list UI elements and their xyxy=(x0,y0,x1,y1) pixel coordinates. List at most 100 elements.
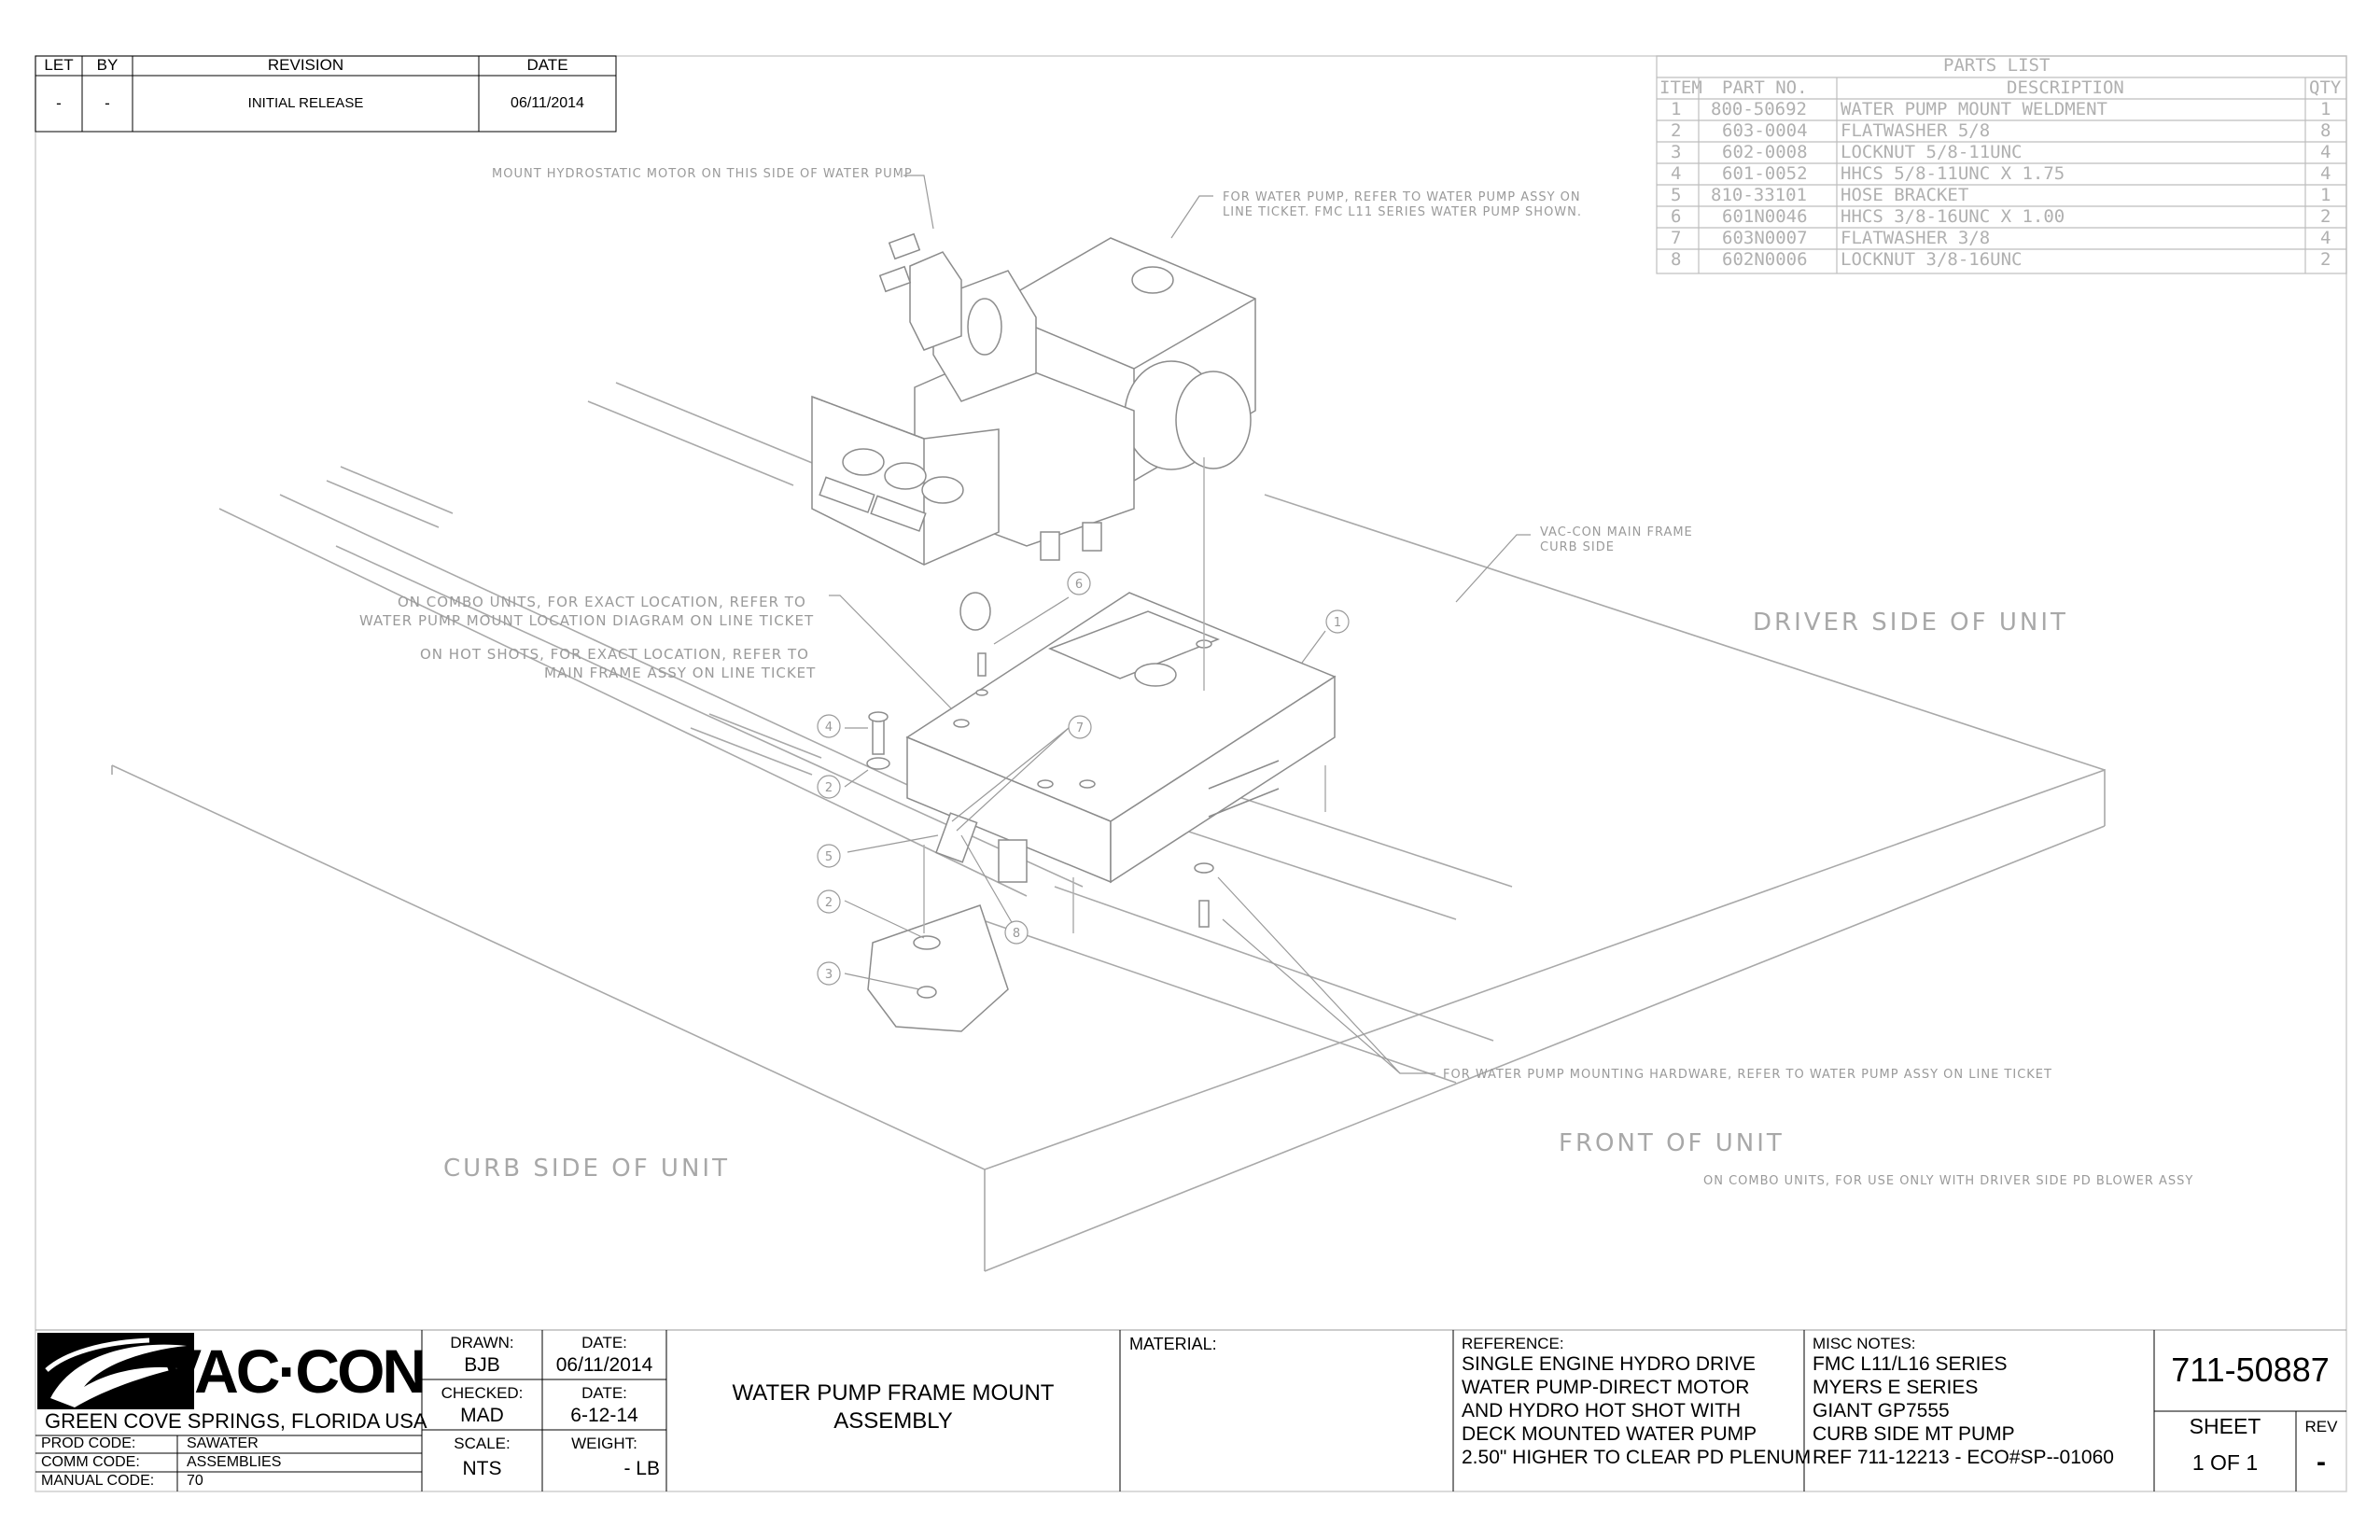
misc-line-1: FMC L11/L16 SERIES xyxy=(1813,1353,2008,1375)
rev-description: INITIAL RELEASE xyxy=(247,94,364,111)
title-block-grid xyxy=(35,1329,2346,1491)
parts-row-4-item: 4 xyxy=(1671,163,1682,184)
item-balloons xyxy=(817,571,1350,986)
parts-row-8-qty: 2 xyxy=(2320,249,2331,270)
comm-code-value: ASSEMBLIES xyxy=(187,1454,282,1470)
note-main-frame-2: CURB SIDE xyxy=(1540,540,1615,554)
manual-code-label: MANUAL CODE: xyxy=(41,1473,155,1489)
misc-line-4: CURB SIDE MT PUMP xyxy=(1813,1423,2015,1445)
parts-row-5-qty: 1 xyxy=(2320,185,2331,205)
parts-header-description: DESCRIPTION xyxy=(2007,77,2124,98)
main-frame-deck xyxy=(111,382,2106,1272)
parts-row-4-partno: 601-0052 xyxy=(1722,163,1808,184)
parts-list-grid xyxy=(1656,55,2347,274)
leader-lines xyxy=(829,175,1531,1074)
balloon-6: 6 xyxy=(1075,578,1083,592)
parts-row-1-item: 1 xyxy=(1671,99,1682,119)
drawn-label: DRAWN: xyxy=(450,1333,514,1351)
date-value-2: 6-12-14 xyxy=(570,1405,638,1427)
balloon-4: 4 xyxy=(825,721,833,735)
parts-row-1-partno: 800-50692 xyxy=(1711,99,1807,119)
location: GREEN COVE SPRINGS, FLORIDA USA xyxy=(45,1409,427,1433)
balloon-2: 2 xyxy=(825,781,833,795)
note-hardware: FOR WATER PUMP MOUNTING HARDWARE, REFER … xyxy=(1443,1068,2052,1082)
note-hot-shot-1: ON HOT SHOTS, FOR EXACT LOCATION, REFER … xyxy=(420,646,809,663)
balloon-8: 8 xyxy=(1013,927,1020,941)
water-pump-assembly xyxy=(811,232,1256,631)
date-label-1: DATE: xyxy=(581,1333,627,1351)
parts-header-partno: PART NO. xyxy=(1722,77,1808,98)
note-water-pump-2: LINE TICKET. FMC L11 SERIES WATER PUMP S… xyxy=(1223,205,1583,219)
balloon-3: 3 xyxy=(825,968,833,982)
rev-header-let: LET xyxy=(44,56,74,75)
drawn-value: BJB xyxy=(464,1354,500,1377)
parts-row-2-description: FLATWASHER 5/8 xyxy=(1841,120,1991,141)
manual-code-value: 70 xyxy=(187,1473,203,1489)
parts-row-1-description: WATER PUMP MOUNT WELDMENT xyxy=(1841,99,2107,119)
balloon-7: 7 xyxy=(1076,721,1084,735)
reference-label: REFERENCE: xyxy=(1462,1335,1564,1352)
checked-value: MAD xyxy=(460,1405,504,1427)
parts-row-7-item: 7 xyxy=(1671,228,1682,248)
balloon-1: 1 xyxy=(1334,616,1341,630)
scale-value: NTS xyxy=(462,1458,502,1480)
note-main-frame-1: VAC-CON MAIN FRAME xyxy=(1540,525,1693,539)
parts-header-item: ITEM xyxy=(1659,77,1702,98)
reference-line-1: SINGLE ENGINE HYDRO DRIVE xyxy=(1462,1353,1757,1375)
note-combo-2: WATER PUMP MOUNT LOCATION DIAGRAM ON LIN… xyxy=(359,612,815,629)
parts-row-3-partno: 602-0008 xyxy=(1722,142,1808,162)
parts-row-6-qty: 2 xyxy=(2320,206,2331,227)
parts-row-3-item: 3 xyxy=(1671,142,1682,162)
reference-line-2: WATER PUMP-DIRECT MOTOR xyxy=(1462,1377,1750,1398)
parts-row-7-partno: 603N0007 xyxy=(1722,228,1808,248)
sheet-label: SHEET xyxy=(2189,1414,2261,1439)
logo-text: VAC·CON xyxy=(161,1337,427,1406)
rev-value: - xyxy=(2317,1446,2326,1477)
comm-code-label: COMM CODE: xyxy=(41,1454,140,1470)
parts-row-5-partno: 810-33101 xyxy=(1711,185,1807,205)
note-combo-1: ON COMBO UNITS, FOR EXACT LOCATION, REFE… xyxy=(398,594,806,610)
prod-code-value: SAWATER xyxy=(187,1435,259,1451)
rev-label: REV xyxy=(2304,1417,2338,1435)
misc-line-5: REF 711-12213 - ECO#SP--01060 xyxy=(1813,1447,2114,1468)
parts-row-3-description: LOCKNUT 5/8-11UNC xyxy=(1841,142,2023,162)
parts-header-qty: QTY xyxy=(2309,77,2342,98)
vac-con-logo xyxy=(37,1333,194,1409)
weight-value: - LB xyxy=(623,1458,660,1479)
sheet-value: 1 OF 1 xyxy=(2191,1450,2259,1476)
rev-header-revision: REVISION xyxy=(267,56,344,75)
label-front: FRONT OF UNIT xyxy=(1559,1129,1785,1157)
date-label-2: DATE: xyxy=(581,1383,627,1402)
rev-header-date: DATE xyxy=(526,56,568,75)
misc-notes-label: MISC NOTES: xyxy=(1813,1335,1916,1352)
note-hydrostatic: MOUNT HYDROSTATIC MOTOR ON THIS SIDE OF … xyxy=(492,167,913,181)
reference-line-5: 2.50" HIGHER TO CLEAR PD PLENUM xyxy=(1462,1447,1812,1468)
label-curb-side: CURB SIDE OF UNIT xyxy=(443,1155,730,1183)
scale-label: SCALE: xyxy=(454,1434,511,1452)
parts-row-2-qty: 8 xyxy=(2320,120,2331,141)
parts-row-8-description: LOCKNUT 3/8-16UNC xyxy=(1841,249,2023,270)
balloon-5: 5 xyxy=(825,850,833,864)
hardware-stack xyxy=(866,457,1326,1032)
date-value-1: 06/11/2014 xyxy=(555,1354,653,1377)
label-driver-side: DRIVER SIDE OF UNIT xyxy=(1753,609,2068,637)
note-water-pump-1: FOR WATER PUMP, REFER TO WATER PUMP ASSY… xyxy=(1223,190,1581,204)
reference-line-4: DECK MOUNTED WATER PUMP xyxy=(1462,1423,1757,1445)
rev-let: - xyxy=(56,93,62,112)
material-label: MATERIAL: xyxy=(1129,1335,1217,1353)
parts-row-3-qty: 4 xyxy=(2320,142,2331,162)
rev-date: 06/11/2014 xyxy=(511,95,584,112)
drawing-title-line-2: ASSEMBLY xyxy=(833,1407,953,1434)
parts-row-6-partno: 601N0046 xyxy=(1722,206,1808,227)
weight-label: WEIGHT: xyxy=(571,1434,637,1452)
drawing-number: 711-50887 xyxy=(2171,1351,2330,1390)
rev-by: - xyxy=(105,93,110,112)
parts-row-8-item: 8 xyxy=(1671,249,1682,270)
balloon-2b: 2 xyxy=(825,896,833,910)
parts-row-4-qty: 4 xyxy=(2320,163,2331,184)
rev-header-by: BY xyxy=(96,56,119,75)
parts-row-8-partno: 602N0006 xyxy=(1722,249,1808,270)
checked-label: CHECKED: xyxy=(441,1383,524,1402)
parts-row-2-partno: 603-0004 xyxy=(1722,120,1808,141)
